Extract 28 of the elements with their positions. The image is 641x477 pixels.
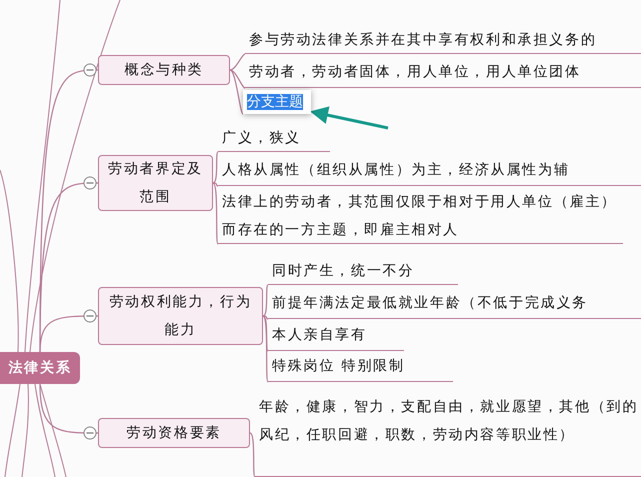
branch-connector <box>230 69 246 88</box>
pointer-arrow <box>310 106 388 130</box>
branch-connector <box>262 284 268 317</box>
subtopic-label: 本人亲自享有 <box>268 321 404 351</box>
topic-box: 劳动者界定及范围 <box>98 155 213 211</box>
branch-connector <box>212 182 219 244</box>
branch-connector <box>262 316 269 382</box>
branch-connector <box>39 384 98 434</box>
topic-box: 概念与种类 <box>98 55 230 85</box>
root-topic-box: 法律关系 <box>0 352 80 384</box>
branch-connector <box>230 69 244 114</box>
subtopic-label: 特殊岗位 特别限制 <box>268 352 453 382</box>
topic-box: 劳动资格要素 <box>98 418 250 448</box>
subtopic-label: 年龄，健康，智力，支配自由，就业愿望，其他（到的风纪，任职回避，职数，劳动内容等职业性） <box>255 393 641 477</box>
subtopic-label: 劳动者，劳动者固体，用人单位，用人单位团体 <box>245 58 641 88</box>
branch-connector <box>212 152 218 184</box>
subtopic-label: 参与劳动法律关系并在其中享有权利和承担义务的 <box>245 26 641 54</box>
subtopic-label: 前提年满法定最低就业年龄（不低于完成义务 <box>268 289 641 319</box>
branch-connector <box>230 53 246 71</box>
branch-connector <box>39 315 98 352</box>
text-edit-box: 分支主题 <box>243 90 311 114</box>
topic-box: 劳动权利能力，行为能力 <box>98 287 263 345</box>
subtopic-label: 法律上的劳动者，其范围仅限于相对于用人单位（雇主）而存在的一方主题，即雇主相对人 <box>218 188 623 244</box>
subtopic-label: 人格从属性（组织从属性）为主，经济从属性为辅 <box>218 156 641 186</box>
subtopic-label: 同时产生，统一不分 <box>268 257 458 285</box>
subtopic-label: 广义，狭义 <box>218 124 330 152</box>
branch-connector <box>250 432 256 477</box>
branch-connector <box>262 315 269 352</box>
